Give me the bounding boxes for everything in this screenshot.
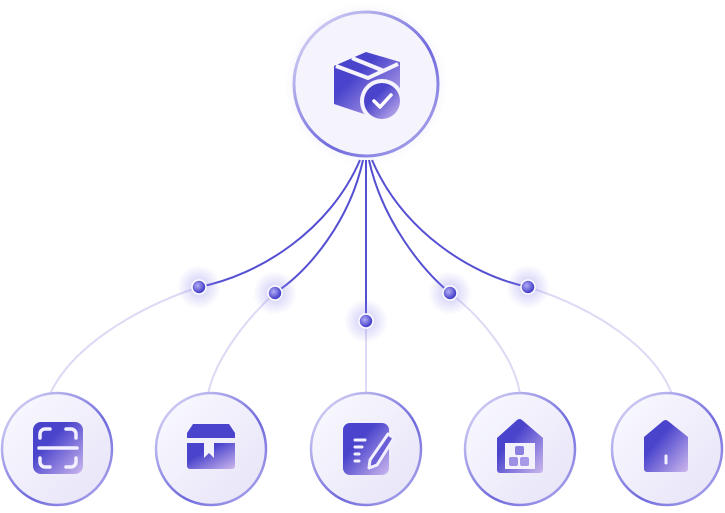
root-node[interactable] (284, 2, 448, 166)
junction-dot (177, 265, 221, 309)
child-node-note[interactable] (309, 391, 423, 507)
scan-icon (33, 422, 83, 474)
upper-connectors (198, 159, 529, 321)
junction-dots (177, 265, 550, 343)
note-edit-icon (343, 423, 396, 475)
junction-dot (344, 299, 388, 343)
connector (198, 159, 361, 288)
child-node-scan[interactable] (0, 391, 114, 507)
child-node-warehouse[interactable] (463, 391, 577, 507)
warehouse-icon (497, 419, 543, 473)
store-icon (187, 424, 235, 469)
connector (371, 159, 529, 288)
connector (527, 286, 673, 395)
package-check-icon (334, 52, 404, 123)
home-icon (644, 420, 688, 472)
junction-dot (428, 271, 472, 315)
junction-dot (506, 265, 550, 309)
child-node-store[interactable] (154, 391, 268, 507)
connector (49, 286, 200, 395)
child-node-home[interactable] (610, 391, 724, 507)
junction-dot (253, 271, 297, 315)
